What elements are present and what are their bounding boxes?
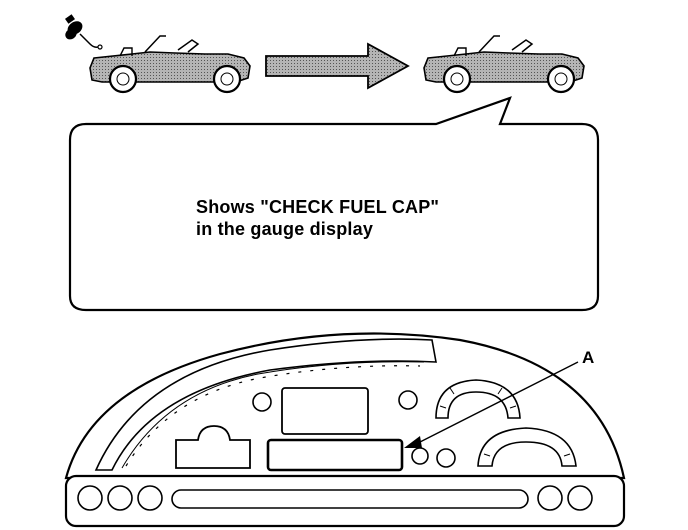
label-a: A: [582, 348, 595, 367]
gauge-display-a: [266, 438, 404, 472]
convertible-car-icon: [423, 35, 585, 94]
callout-line-1: Shows "CHECK FUEL CAP": [196, 197, 440, 217]
right-arrow-icon: [265, 42, 410, 90]
fuel-cap-icon: [65, 14, 103, 50]
leader-arrow: [404, 361, 579, 448]
gauge-cluster: [64, 332, 626, 528]
convertible-car-icon: [89, 35, 251, 94]
callout-text: Shows "CHECK FUEL CAP" in the gauge disp…: [196, 196, 556, 240]
callout-bubble: [68, 96, 600, 312]
callout-line-2: in the gauge display: [196, 219, 374, 239]
